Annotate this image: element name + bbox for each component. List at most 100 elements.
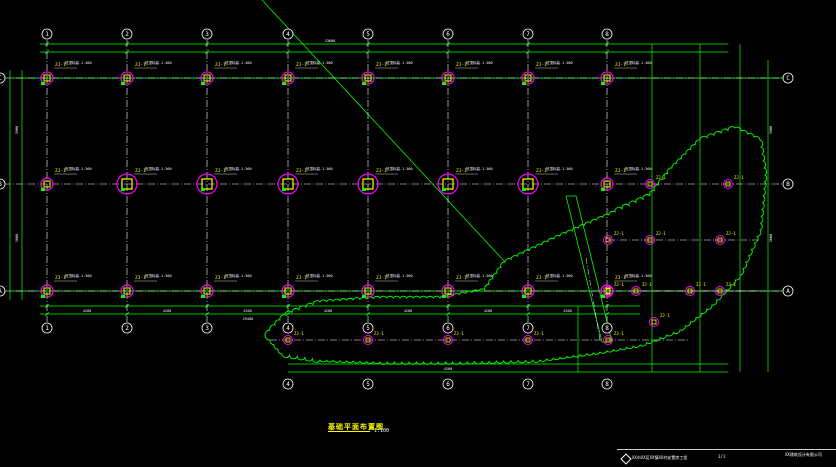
footing-tag: ZJ-1 — [726, 231, 736, 236]
column-square — [123, 287, 131, 295]
grid-bubble-bottom-label: 7 — [526, 325, 530, 332]
title-block — [617, 449, 836, 467]
grid-bubble-top — [442, 28, 454, 40]
footing-circle — [281, 71, 295, 85]
grid-bubble-annex — [601, 378, 613, 390]
grid-bubble-top — [362, 28, 374, 40]
footing-circle — [120, 284, 134, 298]
column-square — [442, 178, 454, 190]
grid-bubble-top — [601, 28, 613, 40]
column-square — [203, 74, 211, 82]
annex-column — [365, 337, 371, 343]
grid-bubble-bottom-label: 2 — [125, 325, 129, 332]
footing-tag: ZJ-1 — [456, 168, 467, 174]
column-square — [123, 74, 131, 82]
grid-bubble-right — [782, 178, 794, 190]
grid-bubble-top-label: 4 — [286, 31, 290, 38]
annex-footing — [631, 286, 641, 296]
annex-footing — [603, 286, 613, 296]
footing-tag: ZJ-1 — [614, 282, 624, 287]
footing-note: 桩顶标高-1.500 — [306, 166, 333, 171]
footing-circle — [361, 71, 375, 85]
column-marker — [522, 82, 526, 85]
footing-tag: ZJ-1 — [215, 168, 226, 174]
annex-column — [285, 337, 291, 343]
footing-tag: ZJ-1 — [696, 282, 706, 287]
grid-bubble-annex-label: 6 — [446, 381, 450, 388]
column-marker — [41, 82, 45, 85]
footing-tag: ZJ-1 — [536, 62, 547, 68]
grid-bubble-top — [282, 28, 294, 40]
column-marker — [442, 295, 446, 298]
dimension-label: 4200 — [404, 309, 412, 313]
dimension-tick — [445, 311, 451, 317]
annex-column — [687, 288, 693, 294]
annex-footing — [715, 286, 725, 296]
footing-note: 桩顶标高-1.500 — [145, 166, 172, 171]
annex-footing — [685, 286, 695, 296]
footing-tag: ZJ-1 — [376, 62, 387, 68]
grid-bubble-right-label: A — [786, 288, 790, 295]
footing-tag: ZJ-1 — [376, 275, 387, 281]
footing-circle — [281, 284, 295, 298]
annex-column — [647, 181, 653, 187]
grid-bubble-bottom — [442, 322, 454, 334]
annex-footing — [603, 335, 613, 345]
grid-bubble-bottom-label: 3 — [205, 325, 209, 332]
annex-axis — [585, 257, 601, 341]
annex-column — [605, 237, 611, 243]
footing-circle — [40, 177, 54, 191]
footing-circle — [600, 177, 614, 191]
column-square — [282, 178, 294, 190]
footing-note: 桩顶标高-1.500 — [386, 166, 413, 171]
footing-tag: ZJ-1 — [536, 168, 547, 174]
footing-circle — [521, 71, 535, 85]
column-marker — [121, 295, 125, 298]
footing-tag: ZJ-1 — [615, 168, 626, 174]
footing-circle — [40, 71, 54, 85]
footing-tag: ZJ-1 — [294, 331, 304, 336]
column-square — [203, 287, 211, 295]
footing-tag: ZJ-1 — [296, 168, 307, 174]
title-block-project: XX市XX区XX镇XX村安置房工程 — [632, 455, 688, 460]
footing-tag: ZJ-1 — [642, 282, 652, 287]
column-marker — [362, 82, 366, 85]
grid-bubble-annex-label: 4 — [286, 381, 290, 388]
annex-column — [605, 288, 611, 294]
footing-tag: ZJ-1 — [296, 275, 307, 281]
footing-note: 桩顶标高-1.500 — [65, 60, 92, 65]
dimension-label: 4200 — [444, 367, 452, 371]
annex-footing — [645, 179, 655, 189]
grid-bubble-left-label: C — [0, 75, 2, 82]
drawing-scale: 1:100 — [374, 428, 390, 434]
dimension-label: 4200 — [243, 309, 251, 313]
grid-bubble-bottom — [41, 322, 53, 334]
annex-column — [725, 181, 731, 187]
grid-bubble-right-label: B — [786, 181, 790, 188]
dimension-label: 4200 — [163, 309, 171, 313]
footing-circle — [521, 284, 535, 298]
footing-tag: ZJ-1 — [456, 275, 467, 281]
column-square — [524, 287, 532, 295]
dimension-tick — [365, 311, 371, 317]
footing-circle — [277, 173, 299, 195]
footing-circle — [437, 173, 459, 195]
column-marker — [362, 295, 366, 298]
revision-cloud-outline — [264, 126, 768, 365]
grid-bubble-bottom — [282, 322, 294, 334]
footing-note: 桩顶标高-1.500 — [306, 60, 333, 65]
column-marker — [41, 188, 45, 191]
drawing-title: 基础平面布置图 — [328, 423, 384, 431]
footing-note: 桩顶标高-1.500 — [386, 273, 413, 278]
grid-bubbles: 112233445566778845678CBACBA — [0, 28, 794, 390]
grid-bubble-top — [41, 28, 53, 40]
grid-bubble-right — [782, 72, 794, 84]
footing-note: 桩顶标高-1.500 — [625, 166, 652, 171]
footing-tag: ZJ-1 — [656, 231, 666, 236]
grid-bubble-bottom-label: 8 — [605, 325, 609, 332]
dimension-tick — [525, 311, 531, 317]
footing-tag: ZJ-1 — [734, 175, 744, 180]
footing-note: 桩顶标高-1.500 — [225, 60, 252, 65]
